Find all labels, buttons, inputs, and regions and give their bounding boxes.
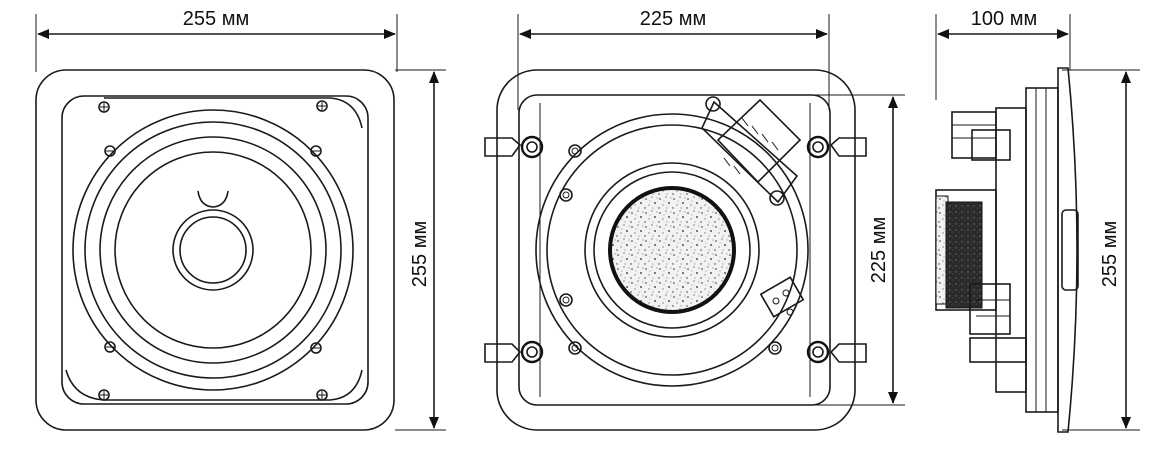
back-terminal-block: [701, 96, 802, 206]
back-screw-icon-3: [559, 293, 573, 307]
side-view: 100 мм 255 мм: [935, 8, 1140, 433]
back-screw-icon-2: [559, 188, 573, 202]
front-screw-icon-ml2: [104, 341, 116, 353]
front-screw-icon-tl: [98, 101, 110, 113]
front-surround-outer: [84, 121, 342, 379]
back-basket-inner: [546, 124, 798, 376]
back-magnet-inner: [593, 171, 751, 329]
front-screw-icon-tr: [316, 100, 328, 112]
back-cutout-frame: [518, 94, 831, 406]
front-woofer-frame: [72, 109, 354, 391]
front-view: 255 мм 255 мм: [35, 8, 446, 431]
back-width-label: 225 мм: [640, 8, 706, 30]
front-dust-cap-inner: [179, 216, 247, 284]
back-magnet-cap: [608, 186, 736, 314]
side-bracket-bottom: [969, 283, 1027, 363]
front-grille-frame: [61, 95, 369, 405]
front-dust-cap-outer: [172, 209, 254, 291]
front-surround-inner: [99, 136, 327, 364]
side-frame-wall: [1025, 87, 1059, 413]
front-bracket-bottom: [65, 369, 363, 401]
side-bracket-top: [951, 111, 1011, 161]
back-screw-icon-1: [568, 144, 582, 158]
back-mount-clip-tl: [484, 135, 544, 159]
back-mount-clip-tr: [806, 135, 867, 159]
front-height-label: 255 мм: [409, 221, 431, 287]
back-mount-clip-br: [806, 340, 867, 364]
side-basket: [995, 107, 1027, 393]
side-depth-label: 100 мм: [971, 8, 1037, 30]
side-height-label: 255 мм: [1099, 221, 1121, 287]
side-grille-edge: [1061, 209, 1079, 291]
front-phase-plug: [197, 190, 229, 208]
front-bracket-top: [104, 97, 363, 129]
back-screw-icon-4: [568, 341, 582, 355]
back-magnet-ring: [584, 162, 760, 338]
side-magnet-core: [945, 201, 983, 309]
front-width-label: 255 мм: [183, 8, 249, 30]
back-bezel-outline: [496, 69, 856, 431]
front-bezel: [35, 69, 395, 431]
back-height-label: 225 мм: [868, 217, 890, 283]
back-connector: [759, 276, 805, 318]
side-flange: [1057, 67, 1078, 433]
front-cone: [114, 151, 312, 349]
front-screw-icon-bl: [98, 389, 110, 401]
back-mount-clip-bl: [484, 340, 544, 364]
front-screw-icon-br: [316, 389, 328, 401]
back-basket-outer: [535, 113, 809, 387]
back-screw-icon-5: [768, 341, 782, 355]
back-view: 225 мм: [484, 8, 905, 431]
